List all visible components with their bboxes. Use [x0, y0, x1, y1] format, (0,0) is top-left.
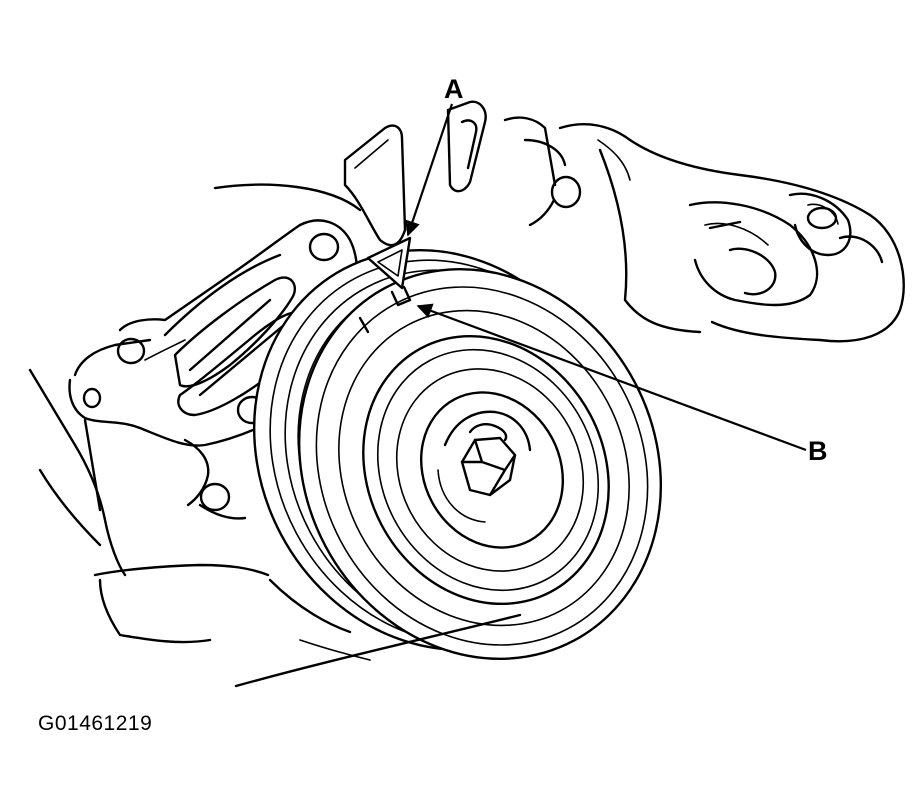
upper-bracket — [343, 100, 582, 247]
figure-id: G01461219 — [38, 712, 153, 735]
leader-line-b — [416, 303, 807, 452]
leader-line-a — [405, 103, 454, 237]
callout-label-a: A — [444, 74, 464, 104]
timing-pointer — [366, 236, 412, 290]
timing-notch — [358, 285, 412, 334]
crankshaft-pulley — [234, 249, 663, 688]
engine-block-upper-right — [558, 123, 905, 343]
callout-label-b: B — [808, 436, 828, 466]
timing-cover-left — [28, 183, 362, 644]
